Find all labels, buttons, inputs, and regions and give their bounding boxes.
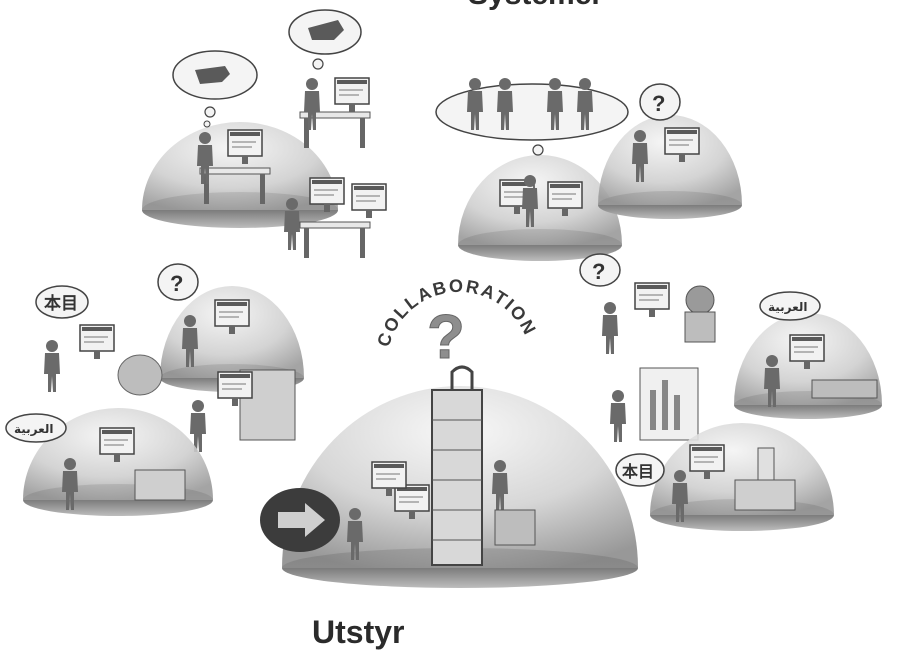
valve-icon [685,285,715,315]
dome-scene-machinery: ? 本目 [35,263,304,452]
dome-scene-central-plant [260,365,638,588]
speech-bubble-text: 本目 [44,293,78,314]
speech-bubble-text: ? [170,271,183,296]
speech-bubble-icon: 本目 [35,285,89,319]
industrial-tank-icon [431,365,483,566]
speech-bubble-text: ? [592,259,605,284]
speech-bubble-icon: ? [157,263,199,301]
speech-bubble-text: العربية [14,422,54,436]
speech-bubble-icon: العربية [759,291,821,321]
thought-bubble-icon [288,9,362,70]
bottom-title: Utstyr [312,614,405,650]
speech-bubble-icon: ? [579,253,621,287]
pointing-hand-icon [308,20,344,40]
dome-scene-engineering [142,9,387,259]
thought-bubble-icon [172,50,258,128]
dome-scene-conveyor: العربية [734,291,882,419]
chart-board [639,367,699,441]
speech-bubble-icon: ? [639,83,681,121]
dome-scene-tank: 本目 [615,423,834,531]
speech-bubble-icon: العربية [5,413,67,443]
speech-bubble-icon: 本目 [615,453,665,487]
pointing-hand-icon [195,66,230,84]
speech-bubble-text: 本目 [622,462,654,481]
dome-scene-instrumentation: ? [579,253,716,442]
thought-bubble-icon [435,78,629,156]
top-title: Systemer [468,0,603,12]
speech-bubble-text: ? [652,91,665,116]
dome-scene-pump: العربية [5,408,213,516]
speech-bubble-text: العربية [768,300,808,314]
dome-scene-operations: ? [435,78,742,261]
arrow-icon [260,488,340,552]
center-question-mark: ? [427,303,465,372]
